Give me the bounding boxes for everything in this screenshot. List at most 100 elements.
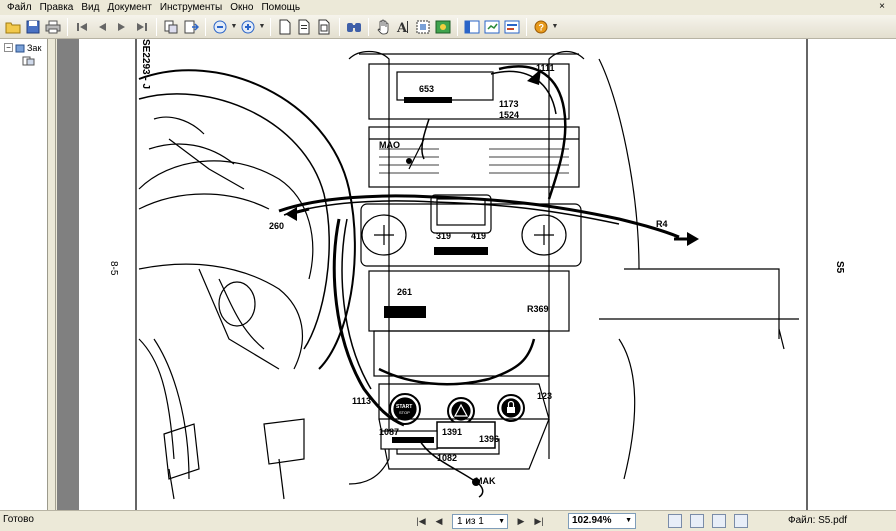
toolbar-separator <box>205 17 206 36</box>
stop-button-label: STOP <box>399 410 410 415</box>
image-icon[interactable] <box>434 18 452 36</box>
toolbar-separator <box>339 17 340 36</box>
text-select-icon[interactable]: A <box>394 18 412 36</box>
toolbar: ▼ ▼ A ? ▼ <box>0 15 896 39</box>
label-mao: MAO <box>379 140 400 150</box>
pdf-page: 653 1111 1173 1524 MAO 260 R4 319 419 26… <box>79 39 896 510</box>
svg-text:?: ? <box>539 22 545 32</box>
bookmark-tree-root[interactable]: − Зак <box>0 41 41 54</box>
chevron-down-icon: ▼ <box>498 517 505 525</box>
rotate-icon[interactable] <box>162 18 180 36</box>
toolbar-separator <box>156 17 157 36</box>
toolbar-separator <box>457 17 458 36</box>
bookmarks-icon[interactable] <box>483 18 501 36</box>
toolbar-separator <box>368 17 369 36</box>
bookmark-label: Зак <box>27 42 42 53</box>
previous-page-icon[interactable] <box>93 18 111 36</box>
export-icon[interactable] <box>182 18 200 36</box>
single-page-layout-button[interactable] <box>668 514 682 528</box>
label-419: 419 <box>471 231 486 241</box>
zoom-in-dropdown[interactable]: ▼ <box>258 23 266 30</box>
chevron-down-icon: ▼ <box>625 517 632 524</box>
menu-document[interactable]: Документ <box>107 2 152 13</box>
wiring-diagram: 653 1111 1173 1524 MAO 260 R4 319 419 26… <box>108 39 845 510</box>
zoom-in-icon[interactable] <box>239 18 257 36</box>
first-page-button[interactable]: |◀ <box>416 515 426 526</box>
start-button-label: START <box>396 404 412 410</box>
label-1113: 1113 <box>352 396 371 406</box>
label-1087: 1087 <box>379 427 399 437</box>
find-icon[interactable] <box>345 18 363 36</box>
zoom-out-dropdown[interactable]: ▼ <box>230 23 238 30</box>
toolbar-separator <box>526 17 527 36</box>
last-page-icon[interactable] <box>133 18 151 36</box>
zoom-field[interactable]: 102.94% ▼ <box>568 513 636 529</box>
open-icon[interactable] <box>4 18 22 36</box>
page-thumbnail-icon <box>22 56 35 65</box>
right-margin-section: S5 <box>834 261 845 274</box>
status-bar: Готово |◀ ◀ 1 из 1 ▼ ▶ ▶| 102.94% ▼ Файл: … <box>0 510 896 531</box>
label-r4: R4 <box>656 219 668 229</box>
label-319: 319 <box>436 231 451 241</box>
label-260: 260 <box>269 221 284 231</box>
help-dropdown[interactable]: ▼ <box>551 23 559 30</box>
menubar: Файл Правка Вид Документ Инструменты Окн… <box>0 0 896 15</box>
left-margin-page-number: 8-5 <box>108 261 119 276</box>
fit-page-icon[interactable] <box>316 18 334 36</box>
continuous-facing-layout-button[interactable] <box>734 514 748 528</box>
zoom-value: 102.94% <box>572 515 612 526</box>
navigation-panel: − Зак <box>0 39 48 510</box>
bookmark-tree-child[interactable] <box>22 54 36 67</box>
label-1173: 1173 <box>499 99 519 109</box>
label-r369: R369 <box>527 304 549 314</box>
label-1524: 1524 <box>499 110 519 120</box>
page-indicator: 1 из 1 <box>457 515 484 527</box>
menu-view[interactable]: Вид <box>81 2 100 13</box>
last-page-button[interactable]: ▶| <box>534 515 544 526</box>
first-page-icon[interactable] <box>73 18 91 36</box>
menu-edit[interactable]: Правка <box>39 2 74 13</box>
double-page-icon[interactable] <box>296 18 314 36</box>
toolbar-separator <box>67 17 68 36</box>
menu-window[interactable]: Окно <box>230 2 254 13</box>
facing-layout-button[interactable] <box>712 514 726 528</box>
continuous-layout-button[interactable] <box>690 514 704 528</box>
diagram-code: SE2293 - J <box>140 39 151 89</box>
close-document-button[interactable]: × <box>879 1 885 12</box>
label-653: 653 <box>419 84 434 94</box>
label-mak: MAK <box>475 476 496 486</box>
tree-expander[interactable]: − <box>4 43 13 52</box>
label-1391: 1391 <box>442 427 462 437</box>
bookmark-icon <box>15 44 25 52</box>
zoom-out-icon[interactable] <box>211 18 229 36</box>
toolbar-separator <box>270 17 271 36</box>
label-1111: 1111 <box>536 63 555 73</box>
next-page-icon[interactable] <box>113 18 131 36</box>
thumbnails-icon[interactable] <box>463 18 481 36</box>
annotation-icon[interactable] <box>503 18 521 36</box>
panel-splitter[interactable] <box>48 39 56 510</box>
hand-tool-icon[interactable] <box>374 18 392 36</box>
previous-page-button[interactable]: ◀ <box>435 515 443 526</box>
menu-tools[interactable]: Инструменты <box>159 2 223 13</box>
menu-file[interactable]: Файл <box>7 2 32 13</box>
label-261: 261 <box>397 287 412 297</box>
label-123: 123 <box>537 391 552 401</box>
page-number-field[interactable]: 1 из 1 ▼ <box>452 513 508 529</box>
menu-help[interactable]: Помощь <box>261 2 301 13</box>
save-icon[interactable] <box>24 18 42 36</box>
page-navigation: |◀ ◀ 1 из 1 ▼ ▶ ▶| <box>412 513 548 529</box>
print-icon[interactable] <box>44 18 62 36</box>
status-text: Готово <box>3 514 34 525</box>
label-1396: 1396 <box>479 434 499 444</box>
label-1082: 1082 <box>437 453 457 463</box>
page-layout-buttons <box>668 514 756 528</box>
snapshot-icon[interactable] <box>414 18 432 36</box>
next-page-button[interactable]: ▶ <box>517 515 525 526</box>
svg-text:A: A <box>396 21 408 35</box>
document-viewport[interactable]: 653 1111 1173 1524 MAO 260 R4 319 419 26… <box>57 39 896 510</box>
file-name: Файл: S5.pdf <box>788 515 848 526</box>
help-icon[interactable]: ? <box>532 18 550 36</box>
page-icon[interactable] <box>276 18 294 36</box>
